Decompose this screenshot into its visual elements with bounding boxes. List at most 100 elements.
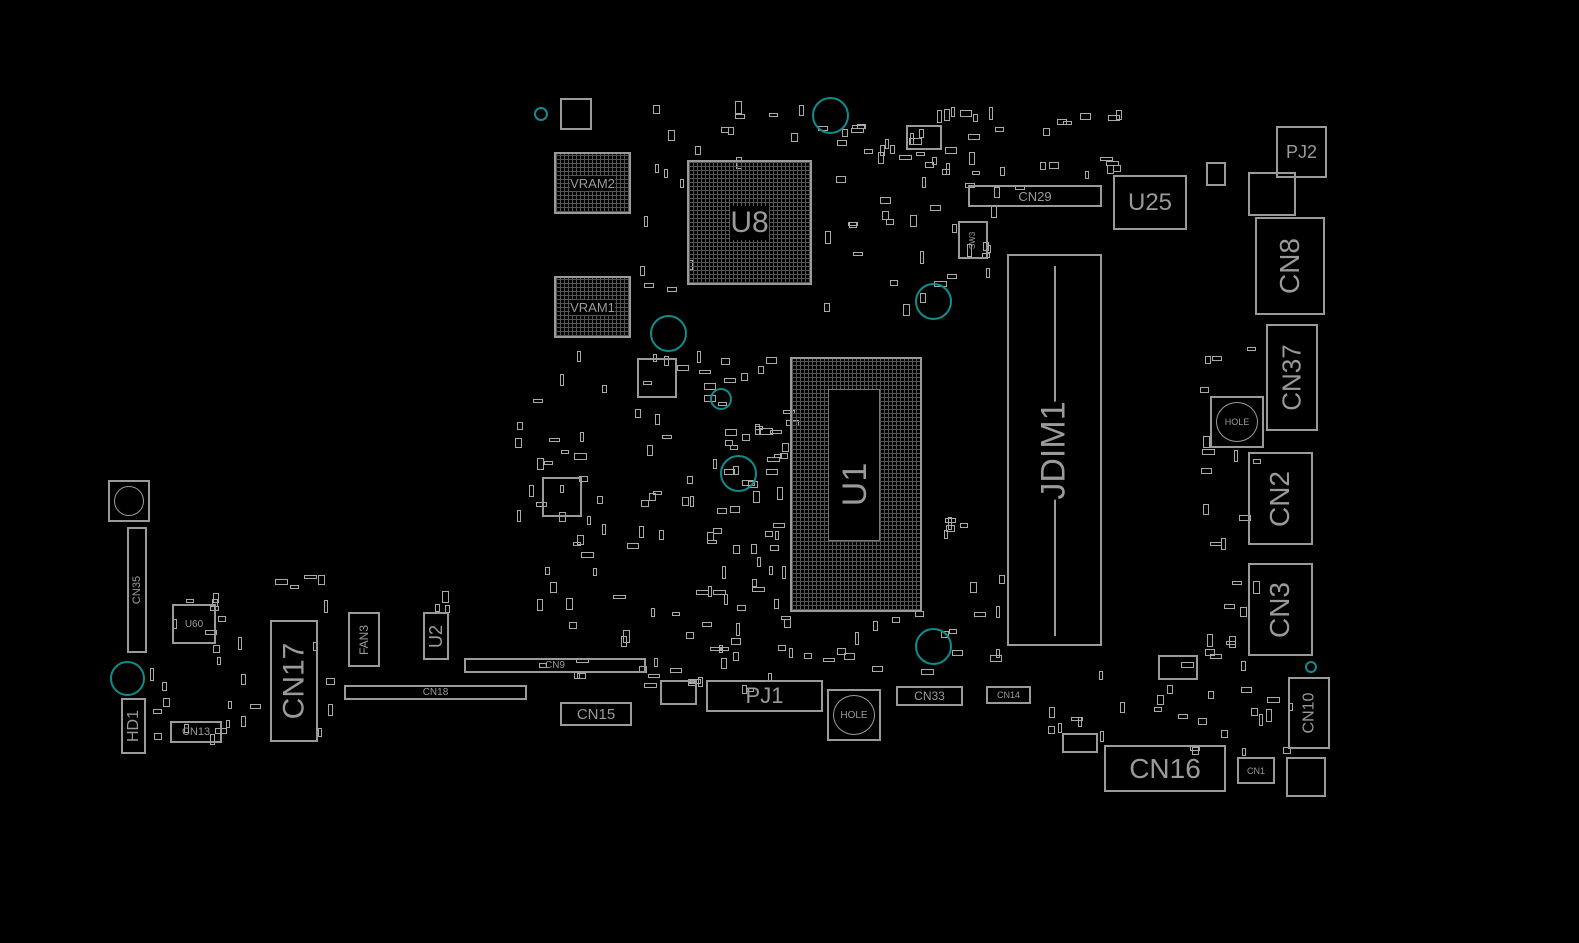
smd-pad <box>536 458 544 471</box>
component-cn17[interactable]: CN17 <box>270 620 318 742</box>
component-cn9[interactable]: CN9 <box>464 658 646 673</box>
component-cn15[interactable]: CN15 <box>560 702 632 726</box>
smd-pad <box>205 630 218 636</box>
component-ic-qfn[interactable] <box>637 358 677 398</box>
smd-pad <box>538 663 547 669</box>
component-cn33[interactable]: CN33 <box>896 686 963 706</box>
smd-pad <box>707 532 715 542</box>
component-ic[interactable] <box>1062 733 1098 753</box>
component-ic[interactable] <box>1158 655 1198 680</box>
smd-pad <box>784 619 792 629</box>
component-switch[interactable] <box>1248 172 1296 216</box>
label: U25 <box>1127 188 1173 216</box>
smd-pad <box>1209 653 1222 659</box>
smd-pad <box>1100 730 1105 742</box>
component-cn8[interactable]: CN8 <box>1255 217 1325 315</box>
smd-pad <box>528 485 534 498</box>
smd-pad <box>730 444 739 450</box>
label: CN2 <box>1264 470 1296 527</box>
smd-pad <box>548 437 560 442</box>
label: CN8 <box>1273 237 1305 295</box>
component-cn37[interactable]: CN37 <box>1266 324 1318 431</box>
smd-pad <box>1221 730 1229 739</box>
smd-pad <box>644 216 649 228</box>
component-cn16[interactable]: CN16 <box>1104 745 1226 792</box>
component-ic[interactable] <box>906 125 942 150</box>
component-cn14[interactable]: CN14 <box>986 686 1031 704</box>
label: JDIM1 <box>1035 400 1075 500</box>
smd-pad <box>910 215 918 228</box>
component-u8[interactable]: U8 <box>687 160 812 285</box>
component-ic-qfn[interactable] <box>542 477 582 517</box>
via-hole <box>110 661 145 696</box>
component-vram2[interactable]: VRAM2 <box>554 152 631 214</box>
component-u2[interactable]: U2 <box>423 612 449 660</box>
smd-pad <box>848 222 859 227</box>
component-mount-top[interactable] <box>560 98 592 130</box>
label: SW3 <box>968 231 978 249</box>
component-fan3[interactable]: FAN3 <box>348 612 380 667</box>
smd-pad <box>697 350 702 363</box>
component-mount[interactable] <box>1286 757 1326 797</box>
smd-pad <box>825 231 832 245</box>
smd-pad <box>949 628 958 634</box>
smd-pad <box>752 586 766 592</box>
component-mount-left[interactable] <box>108 480 150 522</box>
smd-pad <box>951 106 956 117</box>
via-hole <box>812 97 849 134</box>
component-hd1[interactable]: HD1 <box>121 698 146 754</box>
smd-pad <box>653 104 661 114</box>
smd-pad <box>651 607 656 617</box>
smd-pad <box>250 704 262 710</box>
component-sw3[interactable]: SW3 <box>958 221 988 259</box>
component-ic[interactable] <box>1206 162 1226 186</box>
component-cn13[interactable]: CN13 <box>170 721 222 743</box>
component-cn1[interactable]: CN1 <box>1237 757 1275 784</box>
smd-pad <box>769 566 774 576</box>
mounting-hole-right[interactable]: HOLE <box>1210 396 1264 448</box>
label: PJ1 <box>745 683 784 708</box>
component-pj1[interactable]: PJ1 <box>706 680 823 712</box>
smd-pad <box>225 720 230 729</box>
component-u60[interactable]: U60 <box>172 604 216 644</box>
component-vram1[interactable]: VRAM1 <box>554 276 631 338</box>
via-hole <box>650 315 687 352</box>
smd-pad <box>713 527 723 534</box>
mounting-hole-bottom[interactable]: HOLE <box>827 689 881 741</box>
component-cn2[interactable]: CN2 <box>1248 452 1313 545</box>
label: CN10 <box>1300 692 1317 734</box>
smd-pad <box>1200 386 1210 393</box>
smd-pad <box>789 648 794 659</box>
smd-pad <box>769 429 782 434</box>
component-jdim1[interactable]: JDIM1 <box>1007 254 1102 646</box>
smd-pad <box>1205 356 1212 365</box>
smd-pad <box>712 458 717 469</box>
smd-pad <box>853 251 864 256</box>
smd-pad <box>679 179 684 189</box>
smd-pad <box>931 156 937 165</box>
component-cn29[interactable]: CN29 <box>968 185 1102 207</box>
smd-pad <box>290 584 300 589</box>
component-cn35[interactable]: CN35 <box>127 527 147 653</box>
smd-pad <box>1225 641 1236 646</box>
smd-pad <box>559 373 564 386</box>
component-u25[interactable]: U25 <box>1113 175 1187 230</box>
component-pj2[interactable]: PJ2 <box>1276 126 1327 178</box>
smd-pad <box>150 667 155 681</box>
smd-pad <box>754 425 763 430</box>
smd-pad <box>724 378 737 384</box>
smd-pad <box>593 568 598 577</box>
component-cn10[interactable]: CN10 <box>1288 677 1330 749</box>
smd-pad <box>736 605 746 612</box>
component-cn18[interactable]: CN18 <box>344 685 527 700</box>
smd-pad <box>995 649 1000 659</box>
component-connector[interactable] <box>660 680 697 705</box>
smd-pad <box>622 629 630 643</box>
smd-pad <box>646 445 653 457</box>
smd-pad <box>720 658 727 670</box>
smd-pad <box>919 129 925 139</box>
component-u1[interactable]: U1 <box>790 357 922 612</box>
smd-pad <box>999 574 1006 584</box>
component-cn3[interactable]: CN3 <box>1248 563 1313 656</box>
smd-pad <box>655 164 660 174</box>
